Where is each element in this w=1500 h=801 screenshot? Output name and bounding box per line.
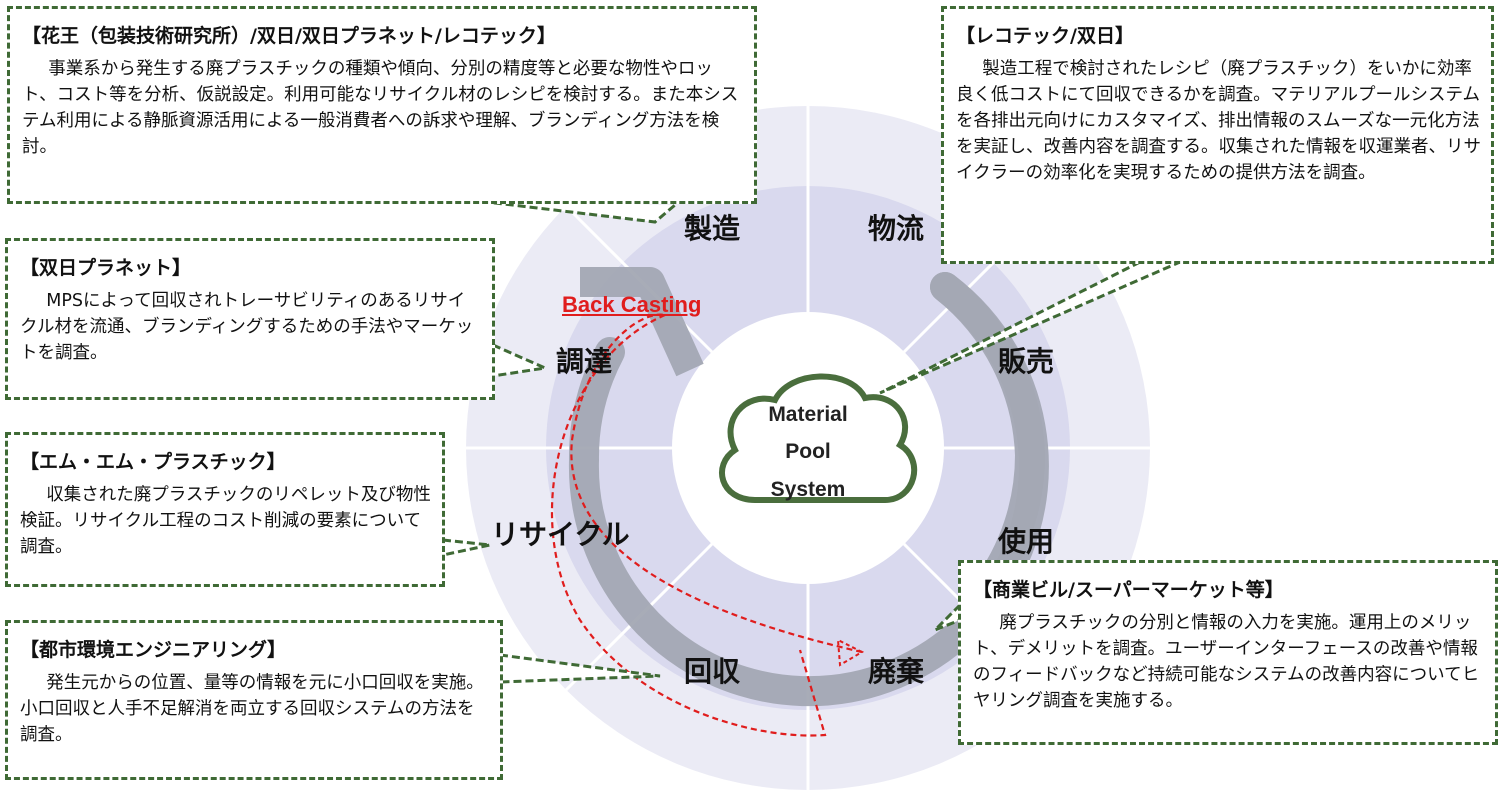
- stage-kaishu: 回収: [684, 655, 741, 688]
- callout-body: 収集された廃プラスチックのリペレット及び物性検証。リサイクル工程のコスト削減の要…: [20, 485, 431, 557]
- callout-pointers: [442, 198, 1181, 684]
- callout-toshi-kankyo: 【都市環境エンジニアリング】 発生元からの位置、量等の情報を元に小口回収を実施。…: [5, 620, 503, 780]
- stage-haiki: 廃棄: [868, 655, 925, 688]
- callout-body: 発生元からの位置、量等の情報を元に小口回収を実施。小口回収と人手不足解消を両立す…: [20, 673, 484, 745]
- cycle-arrow-right-upper: [930, 272, 1046, 605]
- callout-body: 事業系から発生する廃プラスチックの種類や傾向、分別の精度等と必要な物性やロット、…: [22, 59, 739, 157]
- center-label-line2: Pool: [785, 440, 831, 463]
- callout-kao: 【花王（包装技術研究所）/双日/双日プラネット/レコテック】 事業系から発生する…: [7, 6, 757, 204]
- stage-recycle: リサイクル: [491, 518, 630, 551]
- callout-body: MPSによって回収されトレーサビリティのあるリサイクル材を流通、ブランディングす…: [20, 291, 474, 363]
- stage-chotatsu: 調達: [556, 345, 613, 378]
- callout-title: 【商業ビル/スーパーマーケット等】: [973, 579, 1284, 601]
- callout-sojitz-planet: 【双日プラネット】 MPSによって回収されトレーサビリティのあるリサイクル材を流…: [5, 238, 495, 400]
- stage-butsuryu: 物流: [868, 212, 925, 245]
- callout-recotech: 【レコテック/双日】 製造工程で検討されたレシピ（廃プラスチック）をいかに効率良…: [941, 6, 1494, 264]
- callout-body: 製造工程で検討されたレシピ（廃プラスチック）をいかに効率良く低コストにて回収でき…: [956, 59, 1481, 183]
- cloud-shape: [719, 373, 918, 503]
- callout-title: 【エム・エム・プラスチック】: [20, 451, 286, 473]
- stage-seizou: 製造: [684, 212, 741, 245]
- callout-title: 【双日プラネット】: [20, 257, 192, 279]
- back-casting-label: Back Casting: [562, 292, 702, 317]
- stage-shiyou: 使用: [998, 525, 1055, 558]
- stage-hanbai: 販売: [998, 345, 1055, 378]
- back-casting-arrowhead: [836, 638, 865, 667]
- center-label-line1: Material: [768, 403, 848, 426]
- callout-body: 廃プラスチックの分別と情報の入力を実施。運用上のメリット、デメリットを調査。ユー…: [973, 613, 1480, 711]
- callout-title: 【レコテック/双日】: [956, 25, 1134, 47]
- cycle-arrow-stub: [580, 267, 704, 377]
- callout-title: 【花王（包装技術研究所）/双日/双日プラネット/レコテック】: [22, 25, 556, 47]
- callout-mm-plastic: 【エム・エム・プラスチック】 収集された廃プラスチックのリペレット及び物性検証。…: [5, 432, 445, 587]
- callout-commercial-building: 【商業ビル/スーパーマーケット等】 廃プラスチックの分別と情報の入力を実施。運用…: [958, 560, 1498, 745]
- callout-title: 【都市環境エンジニアリング】: [20, 639, 287, 661]
- back-casting-arrow: [550, 313, 863, 737]
- center-label-line3: System: [770, 478, 846, 501]
